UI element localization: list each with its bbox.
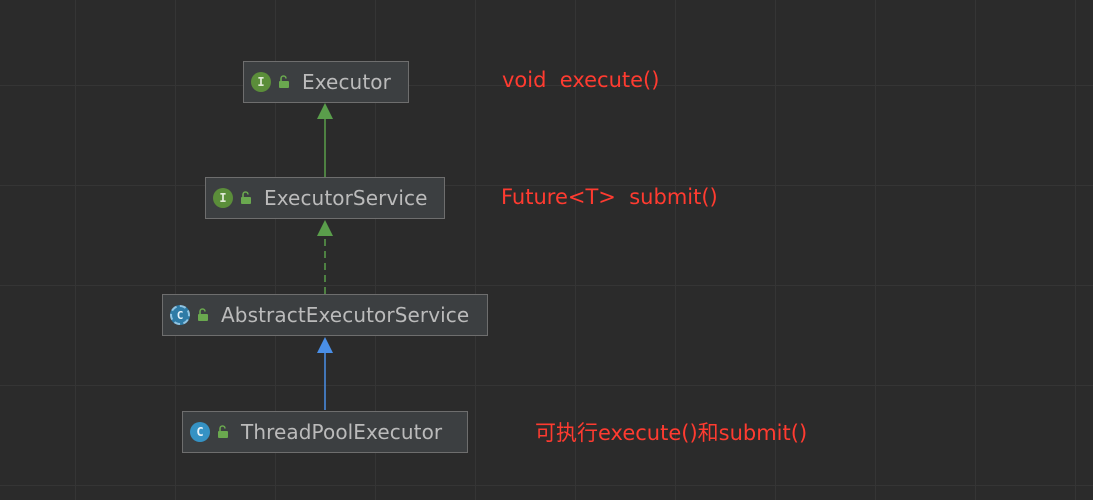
class-badge-icon: C [190,422,210,442]
node-abstract-executor-service[interactable]: C AbstractExecutorService [162,294,488,336]
node-thread-pool-executor[interactable]: C ThreadPoolExecutor [182,411,468,453]
unlocked-padlock-icon [240,191,252,205]
annotation-executor-method: void execute() [502,68,660,92]
unlocked-padlock-icon [278,75,290,89]
node-label-abstract-executor-service: AbstractExecutorService [221,303,470,327]
node-label-executor: Executor [302,70,391,94]
arrowhead-executor [317,103,333,119]
node-executor[interactable]: I Executor [243,61,409,103]
node-label-thread-pool-executor: ThreadPoolExecutor [241,420,443,444]
arrowhead-abstractexecutorservice [317,337,333,353]
abstract-class-badge-icon: C [170,305,190,325]
annotation-threadpoolexecutor-methods: 可执行execute()和submit() [535,421,808,445]
arrowhead-executorservice [317,220,333,236]
node-executor-service[interactable]: I ExecutorService [205,177,445,219]
unlocked-padlock-icon [197,308,209,322]
interface-badge-icon: I [251,72,271,92]
annotation-executorservice-method: Future<T> submit() [501,185,718,209]
node-label-executor-service: ExecutorService [264,186,428,210]
interface-badge-icon: I [213,188,233,208]
unlocked-padlock-icon [217,425,229,439]
